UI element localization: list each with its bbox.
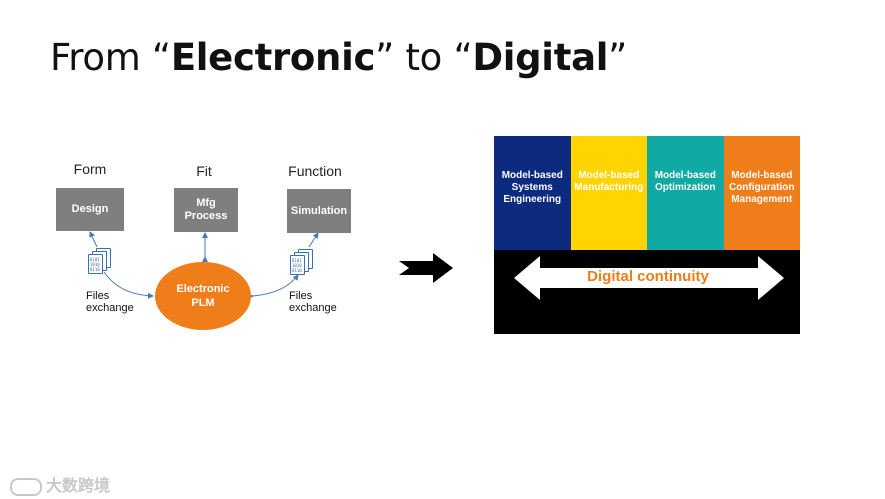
arrow-doc-to-design: [89, 231, 98, 248]
slide-title: From “Electronic” to “Digital”: [50, 36, 628, 79]
watermark-icon: [10, 477, 42, 496]
title-digital: Digital: [472, 36, 609, 79]
title-electronic: Electronic: [170, 36, 376, 79]
design-box: Design: [56, 188, 124, 231]
watermark-logo: 大数跨境: [10, 472, 110, 496]
label-fit: Fit: [196, 163, 212, 179]
label-form: Form: [73, 161, 107, 177]
double-arrow-icon: [514, 256, 784, 300]
arrow-doc-to-simulation: [308, 232, 319, 248]
transition-arrow-icon: [399, 253, 453, 283]
simulation-box: Simulation: [287, 189, 351, 233]
label-function: Function: [288, 163, 342, 179]
digital-continuity-label: Digital continuity: [587, 268, 709, 285]
